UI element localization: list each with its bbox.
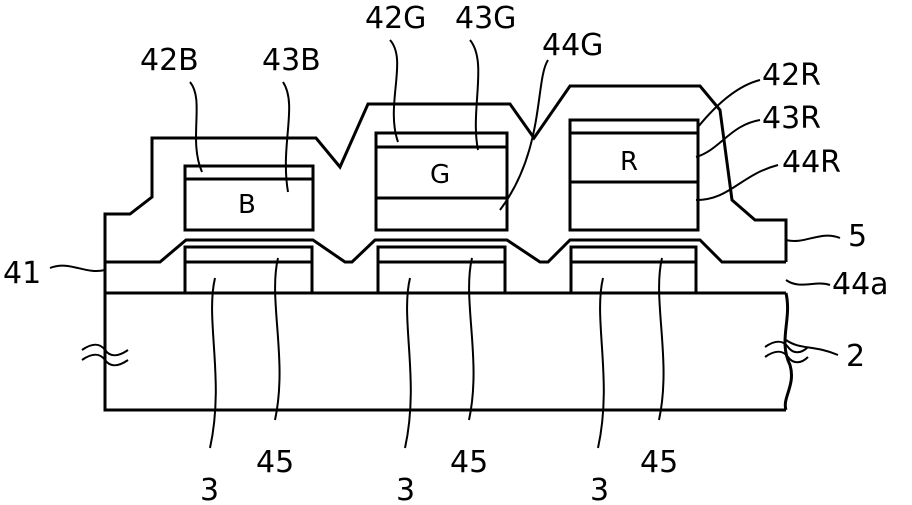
label-44a: 44a: [832, 267, 889, 302]
label-42B: 42B: [140, 43, 199, 78]
label-3-green: 3: [396, 473, 415, 505]
label-45-red: 45: [640, 445, 678, 480]
label-43R: 43R: [762, 101, 821, 136]
pixel-base-blue: [185, 247, 312, 293]
label-44G: 44G: [542, 28, 603, 63]
substrate-2: [82, 293, 808, 410]
label-42G: 42G: [365, 1, 426, 36]
pixel-base-green: [378, 247, 505, 293]
label-43G: 43G: [455, 1, 516, 36]
blue-letter: B: [238, 190, 256, 220]
label-42R: 42R: [762, 58, 821, 93]
leader-lines: [50, 40, 840, 448]
label-3-red: 3: [590, 473, 609, 505]
label-45-green: 45: [450, 445, 488, 480]
label-44R: 44R: [782, 145, 841, 180]
pixel-base-red: [571, 247, 696, 293]
label-43B: 43B: [262, 43, 321, 78]
label-5: 5: [848, 219, 867, 254]
red-letter: R: [620, 147, 638, 177]
green-letter: G: [430, 160, 450, 190]
label-3-blue: 3: [200, 473, 219, 505]
label-41: 41: [3, 256, 41, 291]
label-2: 2: [846, 339, 865, 374]
label-45-blue: 45: [256, 445, 294, 480]
